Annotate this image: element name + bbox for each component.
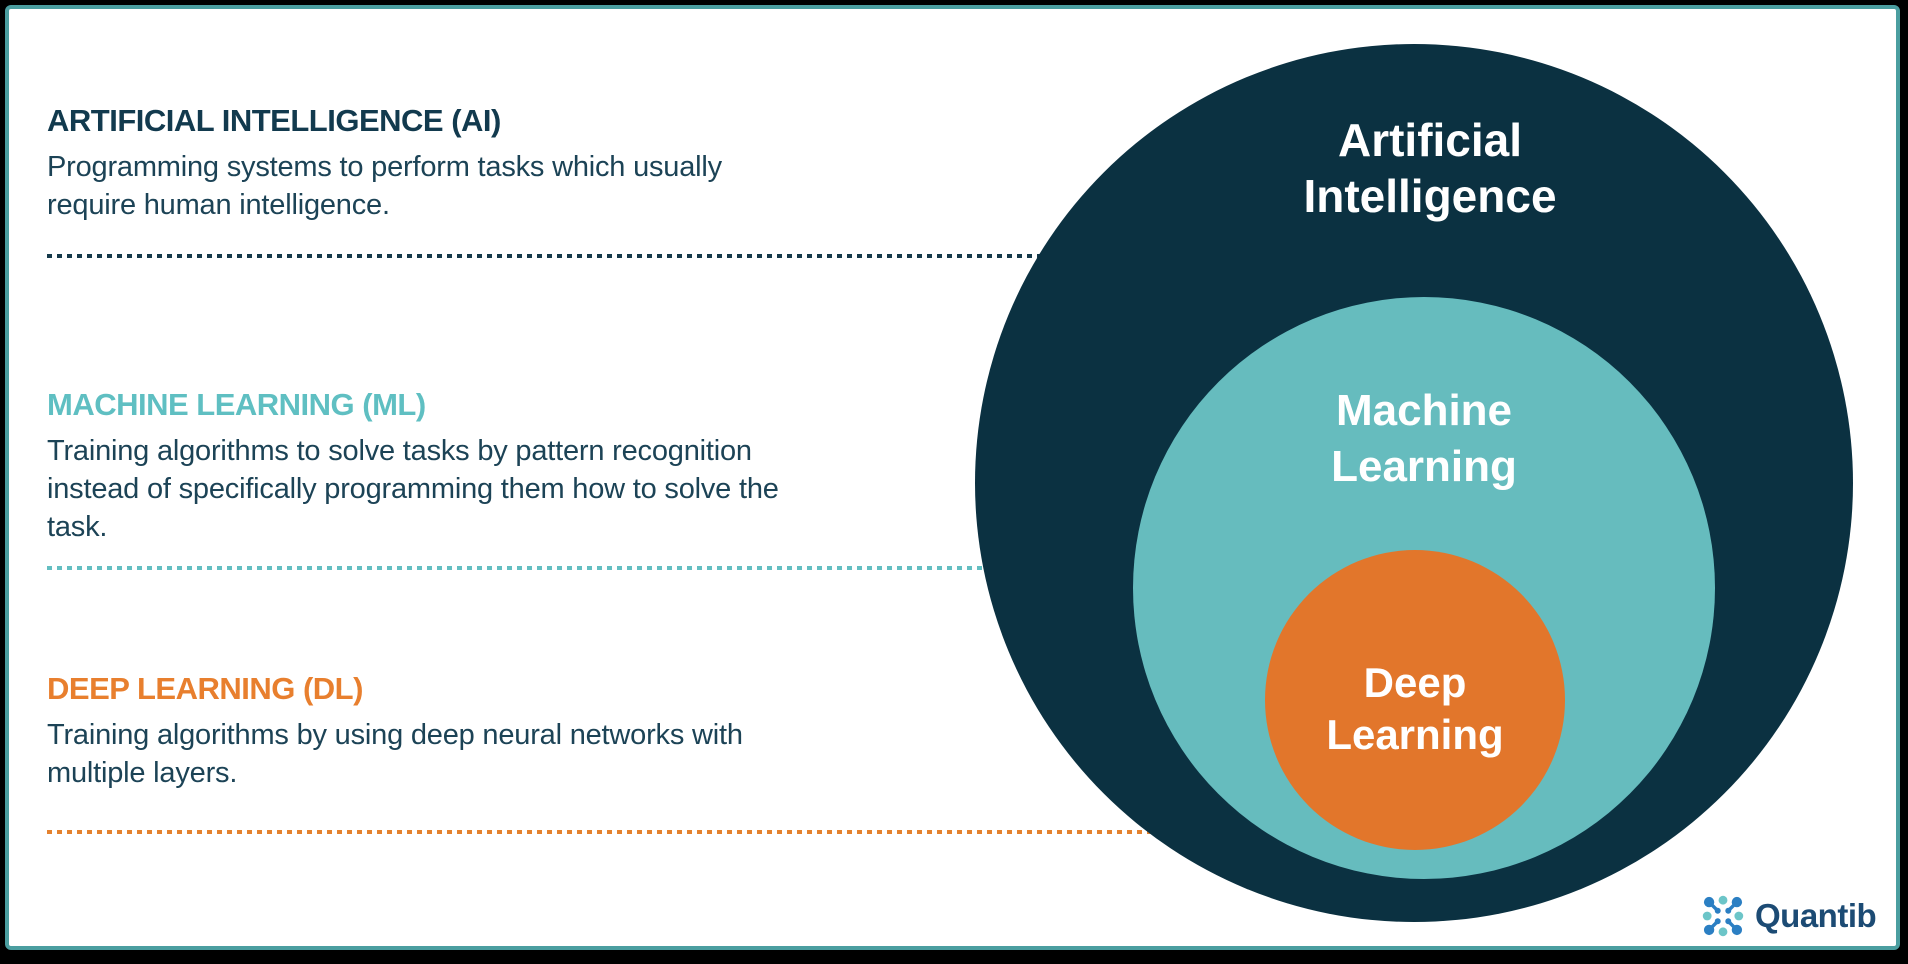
quantib-logo: Quantib xyxy=(1700,893,1877,939)
dl-circle-label: Deep Learning xyxy=(1326,659,1504,758)
ai-circle-label: Artificial Intelligence xyxy=(1303,114,1557,222)
dl-section-heading: DEEP LEARNING (DL) xyxy=(47,671,363,706)
dl-section-body: Training algorithms by using deep neural… xyxy=(47,719,743,789)
ml-circle-label: Machine Learning xyxy=(1331,386,1517,491)
slide-card: ARTIFICIAL INTELLIGENCE (AI) Programming… xyxy=(5,5,1900,950)
quantib-network-icon xyxy=(1702,895,1744,937)
icon-teal-dots xyxy=(1702,895,1744,937)
ml-dotted-divider xyxy=(47,566,1150,570)
dl-circle xyxy=(1265,550,1565,850)
ml-section-body: Training algorithms to solve tasks by pa… xyxy=(47,435,779,543)
icon-diagonal-links xyxy=(1708,901,1738,931)
ml-section-heading: MACHINE LEARNING (ML) xyxy=(47,387,426,422)
quantib-logo-text: Quantib xyxy=(1755,897,1877,934)
ai-section-body: Programming systems to perform tasks whi… xyxy=(47,151,722,221)
ai-section-heading: ARTIFICIAL INTELLIGENCE (AI) xyxy=(47,103,501,138)
icon-blue-dots xyxy=(1703,896,1743,936)
ai-dotted-divider xyxy=(47,254,1080,258)
dl-dotted-divider xyxy=(47,830,1285,834)
